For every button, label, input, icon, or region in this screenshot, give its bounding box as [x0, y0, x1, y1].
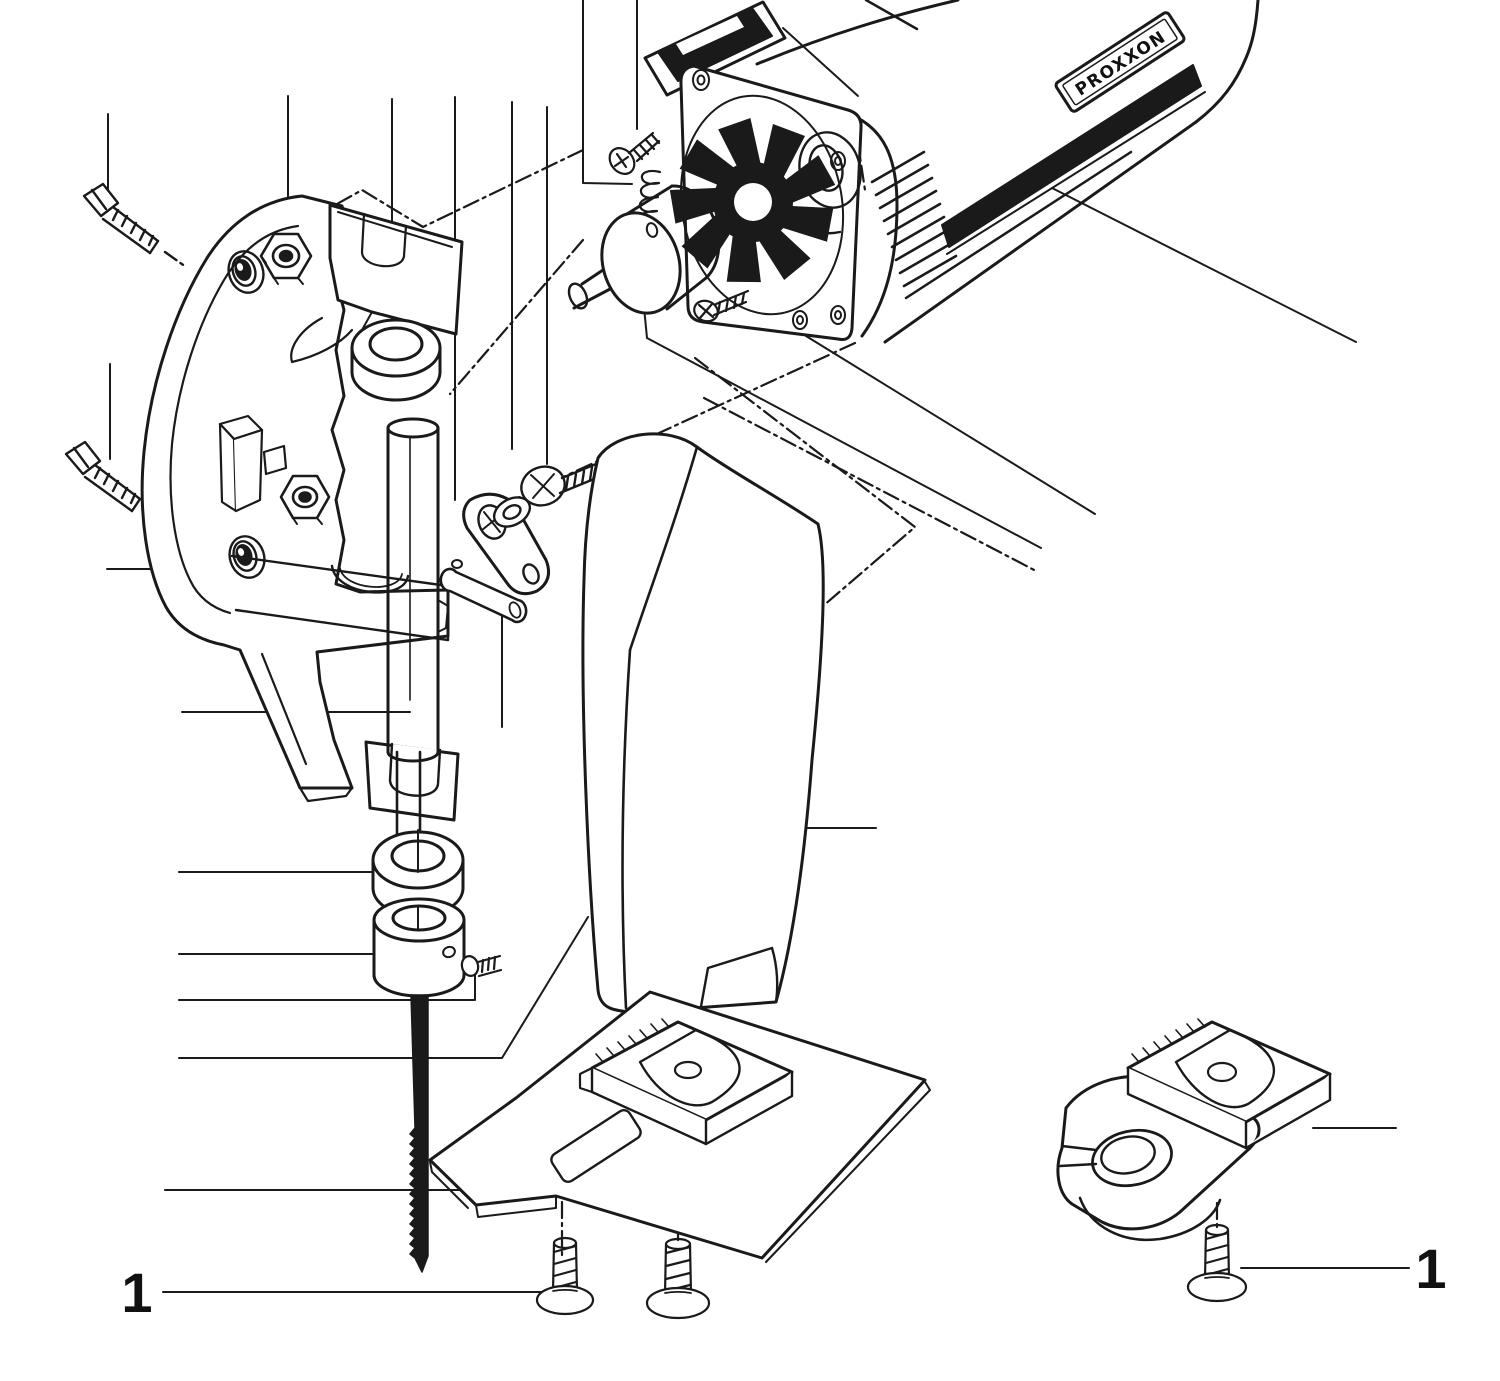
pivot-pin — [439, 567, 528, 624]
frame-u-foot — [364, 740, 460, 822]
clamp-holder-detail — [1056, 1018, 1332, 1303]
saw-blade — [409, 994, 429, 1273]
frame-casting — [140, 194, 464, 822]
countersunk-screw-lower — [693, 289, 750, 323]
callout-1-right: 1 — [1415, 1237, 1446, 1300]
bearing-ring-upper — [350, 318, 442, 402]
frame-block — [218, 414, 288, 513]
housing-stripe — [941, 64, 1202, 248]
fan-impeller — [669, 118, 836, 283]
hex-cap-screw-upper — [82, 182, 188, 269]
frame-bearing-upper — [227, 250, 265, 294]
blade-clamp-collar — [372, 897, 466, 998]
brush-cap — [643, 0, 787, 97]
vent-slots — [870, 150, 958, 288]
countersunk-screw-upper — [608, 131, 661, 175]
plunger-tube — [386, 417, 463, 840]
leader-lines — [106, 0, 1410, 1293]
flat-head-screw-left — [535, 1236, 595, 1316]
protective-cover — [581, 432, 825, 1014]
set-screw — [460, 954, 503, 978]
plunger-rod — [395, 750, 422, 840]
callout-1-left: 1 — [121, 1261, 152, 1324]
lock-nut-lower — [279, 474, 331, 525]
guide-link — [462, 492, 550, 596]
washer-screw — [492, 462, 598, 528]
eccentric-drive — [567, 184, 721, 315]
motor-end-cap — [669, 64, 863, 341]
clamp-insert — [578, 1018, 794, 1146]
frame-bearing-lower — [228, 535, 266, 579]
flat-head-screw-center — [645, 1237, 711, 1320]
flat-head-screw-detail — [1186, 1223, 1248, 1303]
clamp-insert-detail — [1126, 1018, 1332, 1150]
lock-nut-upper — [259, 232, 313, 285]
